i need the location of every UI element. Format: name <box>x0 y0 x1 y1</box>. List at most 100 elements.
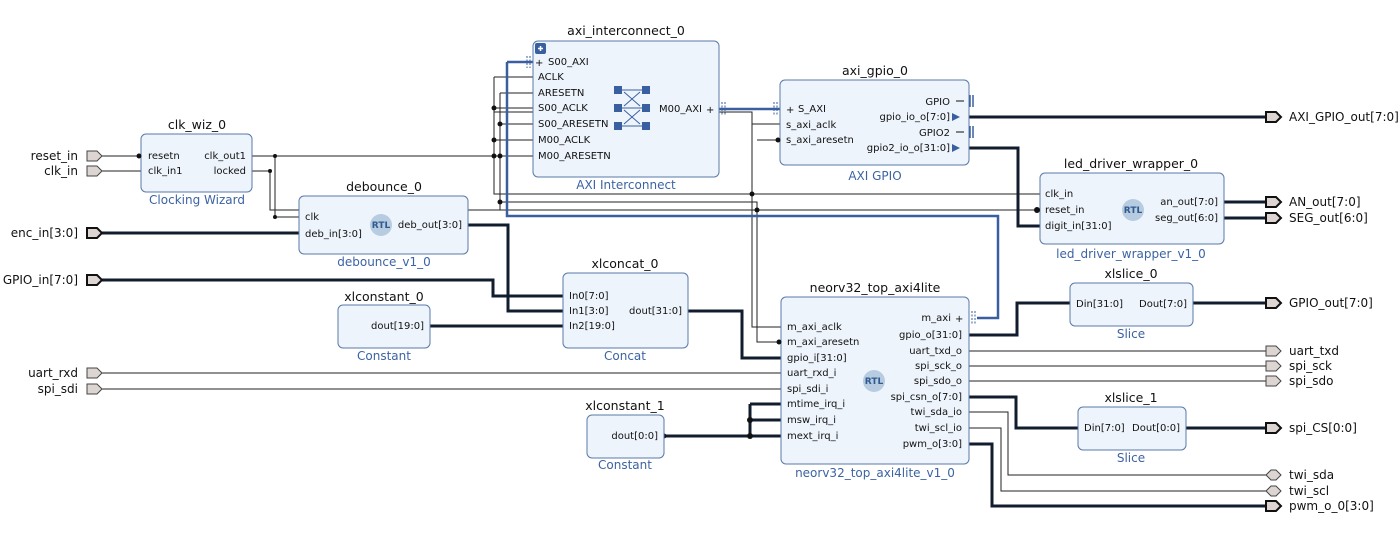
port-twi-sda[interactable]: twi_sda <box>1265 468 1334 482</box>
svg-text:twi_sda: twi_sda <box>1289 468 1334 482</box>
svg-text:uart_txd_o: uart_txd_o <box>909 346 962 357</box>
svg-text:M00_AXI: M00_AXI <box>659 104 702 115</box>
expand-icon[interactable] <box>535 43 546 54</box>
svg-text:+: + <box>706 105 714 116</box>
output-ports: AXI_GPIO_out[7:0] AN_out[7:0] SEG_out[6:… <box>1265 110 1399 513</box>
svg-text:xlslice_1: xlslice_1 <box>1104 390 1157 405</box>
svg-text:Dout[0:0]: Dout[0:0] <box>1132 423 1180 434</box>
port-uart-txd[interactable]: uart_txd <box>1265 344 1339 358</box>
arrow-icon <box>952 113 960 121</box>
svg-text:Slice: Slice <box>1117 451 1145 465</box>
svg-text:xlconstant_1: xlconstant_1 <box>585 398 664 413</box>
block-xlslice-1[interactable]: xlslice_1 Slice Din[7:0] Dout[0:0] <box>1077 390 1187 465</box>
block-debounce[interactable]: debounce_0 debounce_v1_0 clk deb_in[3:0]… <box>298 179 469 269</box>
svg-text:M00_ACLK: M00_ACLK <box>538 135 591 146</box>
svg-text:mext_irq_i: mext_irq_i <box>787 431 838 442</box>
svg-text:locked: locked <box>214 166 246 177</box>
svg-text:uart_rxd_i: uart_rxd_i <box>787 368 836 379</box>
port-gpio-in[interactable]: GPIO_in[7:0] <box>3 273 104 287</box>
junction-dots <box>268 105 760 439</box>
port-reset-in[interactable]: reset_in <box>31 149 103 163</box>
svg-text:led_driver_wrapper_0: led_driver_wrapper_0 <box>1064 156 1198 171</box>
block-xlconcat[interactable]: xlconcat_0 Concat In0[7:0] In1[3:0] In2[… <box>562 256 689 363</box>
svg-text:In1[3:0]: In1[3:0] <box>569 306 609 317</box>
svg-text:m_axi_aclk: m_axi_aclk <box>787 322 842 333</box>
svg-text:S_AXI: S_AXI <box>798 104 826 115</box>
svg-text:GPIO2: GPIO2 <box>919 128 950 139</box>
svg-text:+: + <box>955 314 963 325</box>
svg-text:m_axi_aresetn: m_axi_aresetn <box>787 337 859 348</box>
svg-text:mtime_irq_i: mtime_irq_i <box>787 399 845 410</box>
port-an-out[interactable]: AN_out[7:0] <box>1265 195 1361 209</box>
block-clk-wiz[interactable]: clk_wiz_0 Clocking Wizard resetn clk_in1… <box>136 117 253 207</box>
block-xlslice-0[interactable]: xlslice_0 Slice Din[31:0] Dout[7:0] <box>1069 266 1194 341</box>
svg-text:resetn: resetn <box>148 151 180 162</box>
svg-text:M00_ARESETN: M00_ARESETN <box>538 151 611 162</box>
svg-text:S00_AXI: S00_AXI <box>548 57 589 68</box>
svg-text:s_axi_aresetn: s_axi_aresetn <box>786 135 854 146</box>
svg-text:xlconcat_0: xlconcat_0 <box>592 256 659 271</box>
svg-text:GPIO: GPIO <box>925 97 950 108</box>
block-xlconstant-1[interactable]: xlconstant_1 Constant dout[0:0] <box>585 398 664 472</box>
svg-text:xlconstant_0: xlconstant_0 <box>344 289 423 304</box>
svg-text:reset_in: reset_in <box>31 149 78 163</box>
svg-text:neorv32_top_axi4lite: neorv32_top_axi4lite <box>810 280 941 295</box>
svg-text:deb_in[3:0]: deb_in[3:0] <box>305 229 362 240</box>
svg-text:m_axi: m_axi <box>921 313 951 324</box>
svg-text:Concat: Concat <box>604 349 646 363</box>
wires <box>102 60 1266 508</box>
svg-text:Constant: Constant <box>598 458 652 472</box>
block-neorv32[interactable]: neorv32_top_axi4lite neorv32_top_axi4lit… <box>776 280 976 480</box>
port-clk-in[interactable]: clk_in <box>44 164 103 178</box>
block-xlconstant-0[interactable]: xlconstant_0 Constant dout[19:0] <box>337 289 431 363</box>
svg-text:spi_csn_o[7:0]: spi_csn_o[7:0] <box>891 392 962 403</box>
port-spi-sdi[interactable]: spi_sdi <box>38 382 103 396</box>
arrow-icon <box>952 144 960 152</box>
svg-text:RTL: RTL <box>865 377 884 387</box>
port-seg-out[interactable]: SEG_out[6:0] <box>1265 211 1368 225</box>
svg-text:clk_in: clk_in <box>44 164 78 178</box>
svg-text:s_axi_aclk: s_axi_aclk <box>786 120 836 131</box>
svg-text:debounce_v1_0: debounce_v1_0 <box>337 255 431 269</box>
port-pwm-o[interactable]: pwm_o_0[3:0] <box>1265 499 1374 513</box>
port-axi-gpio-out[interactable]: AXI_GPIO_out[7:0] <box>1265 110 1399 124</box>
port-twi-scl[interactable]: twi_scl <box>1265 484 1329 498</box>
svg-text:ACLK: ACLK <box>538 72 564 83</box>
svg-text:spi_sdi: spi_sdi <box>38 382 78 396</box>
svg-text:clk_in: clk_in <box>1045 189 1073 200</box>
svg-text:ARESETN: ARESETN <box>538 88 584 99</box>
svg-text:GPIO_in[7:0]: GPIO_in[7:0] <box>3 273 78 287</box>
rtl-badge-icon: RTL <box>1122 199 1144 221</box>
rtl-badge-icon: RTL <box>370 214 392 236</box>
block-led-driver[interactable]: led_driver_wrapper_0 led_driver_wrapper_… <box>1034 156 1225 261</box>
svg-text:Clocking Wizard: Clocking Wizard <box>149 193 245 207</box>
port-spi-sck[interactable]: spi_sck <box>1265 359 1332 373</box>
svg-text:axi_gpio_0: axi_gpio_0 <box>842 63 908 78</box>
port-uart-rxd[interactable]: uart_rxd <box>28 366 103 380</box>
port-gpio-out[interactable]: GPIO_out[7:0] <box>1265 296 1373 310</box>
block-axi-interconnect[interactable]: axi_interconnect_0 AXI Interconnect + S0… <box>526 23 726 192</box>
svg-text:clk_wiz_0: clk_wiz_0 <box>168 117 226 132</box>
rtl-badge-icon: RTL <box>863 370 885 392</box>
input-ports: reset_in clk_in enc_in[3:0] GPIO_in[7:0]… <box>3 149 104 396</box>
svg-text:dout[0:0]: dout[0:0] <box>611 431 658 442</box>
svg-text:Dout[7:0]: Dout[7:0] <box>1139 299 1187 310</box>
crossbar-icon <box>614 86 650 130</box>
svg-text:spi_CS[0:0]: spi_CS[0:0] <box>1289 421 1357 435</box>
svg-text:msw_irq_i: msw_irq_i <box>787 415 836 426</box>
svg-text:spi_sdo: spi_sdo <box>1289 374 1333 388</box>
port-spi-sdo[interactable]: spi_sdo <box>1265 374 1333 388</box>
svg-text:gpio2_io_o[31:0]: gpio2_io_o[31:0] <box>867 143 950 154</box>
svg-text:pwm_o_0[3:0]: pwm_o_0[3:0] <box>1289 499 1374 513</box>
svg-text:Din[31:0]: Din[31:0] <box>1076 299 1123 310</box>
svg-text:spi_sck_o: spi_sck_o <box>915 361 962 372</box>
svg-text:gpio_o[31:0]: gpio_o[31:0] <box>899 330 962 341</box>
svg-text:S00_ARESETN: S00_ARESETN <box>538 119 608 130</box>
port-enc-in[interactable]: enc_in[3:0] <box>11 226 104 240</box>
svg-text:Constant: Constant <box>357 349 411 363</box>
port-spi-cs[interactable]: spi_CS[0:0] <box>1265 421 1357 435</box>
svg-text:Slice: Slice <box>1117 327 1145 341</box>
svg-text:pwm_o[3:0]: pwm_o[3:0] <box>903 439 962 450</box>
block-axi-gpio[interactable]: axi_gpio_0 AXI GPIO + S_AXI s_axi_aclk s… <box>773 63 974 183</box>
svg-text:deb_out[3:0]: deb_out[3:0] <box>398 220 462 231</box>
